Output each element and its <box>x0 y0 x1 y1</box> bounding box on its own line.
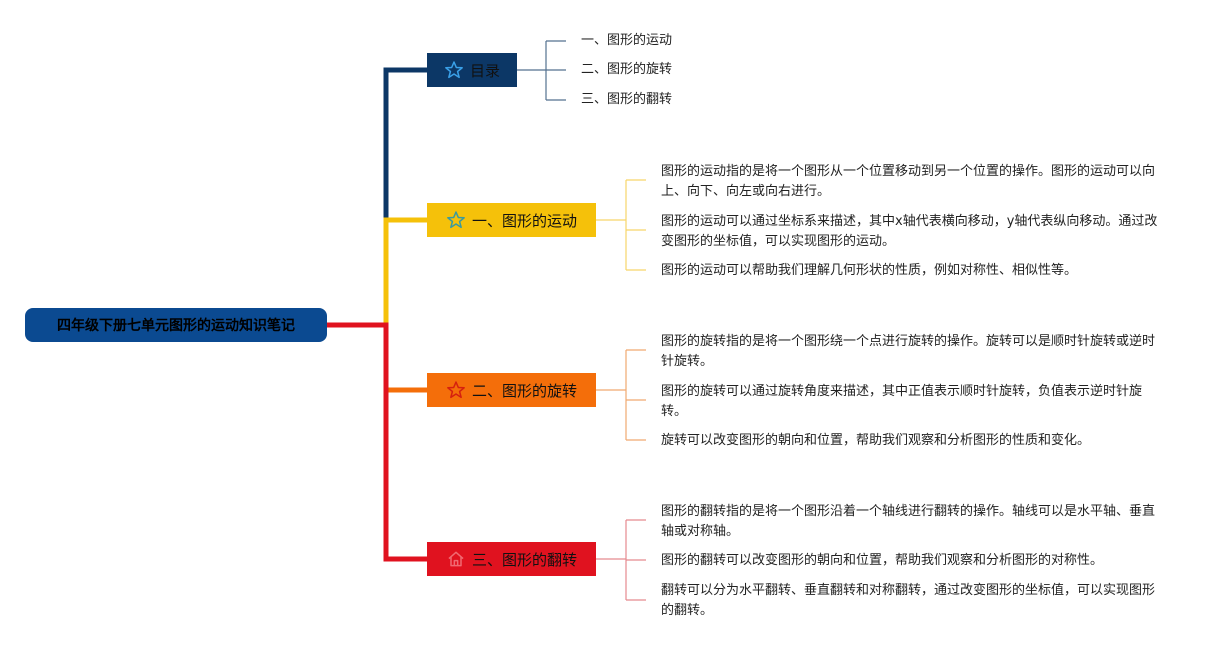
note-item[interactable]: 图形的运动可以帮助我们理解几何形状的性质，例如对称性、相似性等。 <box>661 263 1078 278</box>
branch-motion[interactable]: 一、图形的运动 <box>427 203 596 237</box>
note-item[interactable]: 图形的旋转可以通过旋转角度来描述，其中正值表示顺时针旋转，负值表示逆时针旋转。 <box>661 384 1143 419</box>
note-item[interactable]: 旋转可以改变图形的朝向和位置，帮助我们观察和分析图形的性质和变化。 <box>661 433 1091 448</box>
star-outline-icon <box>446 380 466 400</box>
branch-rotation[interactable]: 二、图形的旋转 <box>427 373 596 407</box>
home-icon <box>446 549 466 569</box>
branch-rotation-label: 二、图形的旋转 <box>471 381 577 400</box>
note-item[interactable]: 图形的运动可以通过坐标系来描述，其中x轴代表横向移动，y轴代表纵向移动。通过改变… <box>661 214 1158 249</box>
branch-toc[interactable]: 目录 <box>427 53 517 87</box>
toc-item[interactable]: 二、图形的旋转 <box>581 62 673 77</box>
branch-motion-label: 一、图形的运动 <box>471 211 577 230</box>
connector-motion-leaves <box>596 179 646 271</box>
star-outline-icon <box>444 60 464 80</box>
connector-root-to-flip <box>327 322 427 562</box>
note-item[interactable]: 图形的翻转可以改变图形的朝向和位置，帮助我们观察和分析图形的对称性。 <box>661 553 1104 568</box>
root-label: 四年级下册七单元图形的运动知识笔记 <box>57 318 295 334</box>
root-node[interactable]: 四年级下册七单元图形的运动知识笔记 <box>25 308 327 342</box>
note-item[interactable]: 图形的翻转指的是将一个图形沿着一个轴线进行翻转的操作。轴线可以是水平轴、垂直轴或… <box>661 504 1156 539</box>
note-item[interactable]: 图形的旋转指的是将一个图形绕一个点进行旋转的操作。旋转可以是顺时针旋转或逆时针旋… <box>661 334 1156 369</box>
connector-root-to-toc <box>327 67 427 328</box>
toc-item[interactable]: 一、图形的运动 <box>581 33 673 48</box>
note-item[interactable]: 翻转可以分为水平翻转、垂直翻转和对称翻转，通过改变图形的坐标值，可以实现图形的翻… <box>661 583 1156 618</box>
connector-root-to-motion <box>383 217 427 325</box>
note-item[interactable]: 图形的运动指的是将一个图形从一个位置移动到另一个位置的操作。图形的运动可以向上、… <box>661 164 1156 199</box>
connector-root-to-rotation <box>383 325 427 393</box>
connector-rotation-leaves <box>596 349 646 441</box>
branch-toc-label: 目录 <box>469 61 500 80</box>
branch-flip[interactable]: 三、图形的翻转 <box>427 542 596 576</box>
branch-flip-label: 三、图形的翻转 <box>471 550 577 569</box>
connector-toc-leaves <box>517 40 566 101</box>
connector-flip-leaves <box>596 519 646 601</box>
star-outline-icon <box>446 210 466 230</box>
toc-item[interactable]: 三、图形的翻转 <box>581 92 673 107</box>
